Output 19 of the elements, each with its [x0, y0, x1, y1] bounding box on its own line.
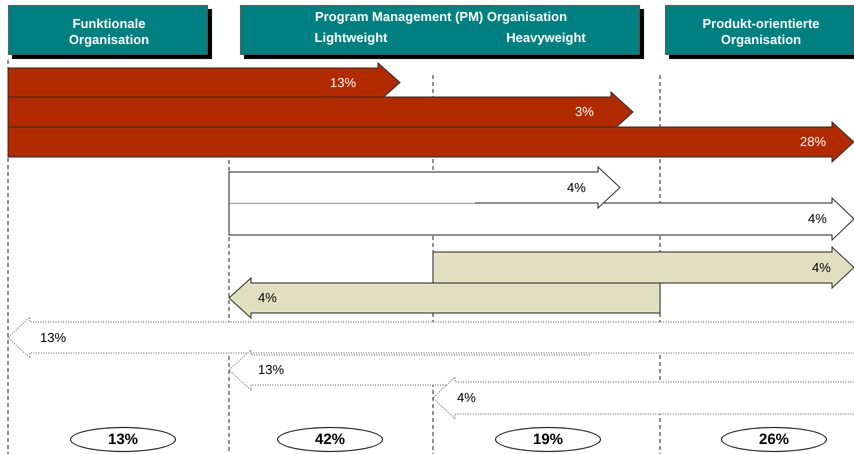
percentage-label: 4%	[812, 260, 831, 274]
percentage-label: 4%	[808, 211, 827, 226]
percentage-oval: 19%	[495, 427, 601, 452]
header-subtitle: Heavyweight	[505, 30, 587, 45]
header-title: Funktionale Organisation	[68, 16, 150, 48]
percentage-label: 13%	[330, 74, 356, 90]
header-title: Program Management (PM) Organisation	[314, 9, 568, 24]
percentage-oval: 26%	[721, 427, 827, 452]
percentage-oval: 13%	[70, 427, 176, 452]
percentage-oval: 42%	[277, 427, 383, 452]
percentage-label: 28%	[800, 134, 826, 149]
percentage-label: 13%	[40, 330, 66, 344]
header-title: Produkt-orientierte Organisation	[701, 16, 820, 48]
header-subtitle: Lightweight	[314, 30, 388, 45]
percentage-label: 4%	[258, 290, 277, 305]
percentage-label: 4%	[567, 180, 586, 194]
percentage-label: 4%	[457, 390, 476, 405]
percentage-label: 13%	[258, 362, 284, 377]
percentage-label: 3%	[575, 104, 594, 119]
